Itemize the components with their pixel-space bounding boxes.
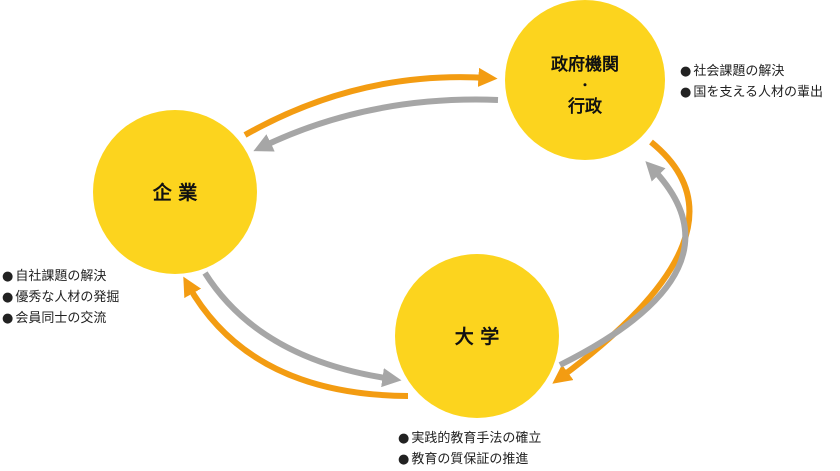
node-government-label-separator: ・ <box>579 78 591 92</box>
list-item: 優秀な人材の発掘 <box>2 287 119 308</box>
list-item: 実践的教育手法の確立 <box>398 428 541 449</box>
node-company-label: 企 業 <box>152 181 199 204</box>
node-university-label: 大 学 <box>455 325 500 348</box>
arrow-university-to-government <box>558 161 689 368</box>
list-item: 国を支える人材の輩出 <box>680 82 823 103</box>
node-government-label-line1: 政府機関 <box>551 54 619 75</box>
node-government-circle <box>505 0 665 160</box>
node-government: 政府機関 ・ 行政 <box>505 0 665 160</box>
node-company: 企 業 <box>93 110 257 274</box>
arrow-government-to-company <box>253 96 499 152</box>
company-benefits-list: 自社課題の解決 優秀な人材の発掘 会員同士の交流 <box>2 266 119 329</box>
arrow-university-to-company <box>183 276 409 399</box>
list-item: 社会課題の解決 <box>680 61 823 82</box>
arrow-company-to-government <box>243 67 498 138</box>
node-government-label-line2: 行政 <box>567 96 603 117</box>
list-item: 自社課題の解決 <box>2 266 119 287</box>
university-benefits-list: 実践的教育手法の確立 教育の質保証の推進 <box>398 428 541 470</box>
node-university: 大 学 <box>395 254 559 418</box>
arrow-company-to-university <box>202 271 402 388</box>
government-benefits-list: 社会課題の解決 国を支える人材の輩出 <box>680 61 823 103</box>
node-company-circle <box>93 110 257 274</box>
node-university-circle <box>395 254 559 418</box>
list-item: 会員同士の交流 <box>2 308 119 329</box>
arrow-government-to-university <box>552 139 693 384</box>
list-item: 教育の質保証の推進 <box>398 449 541 470</box>
